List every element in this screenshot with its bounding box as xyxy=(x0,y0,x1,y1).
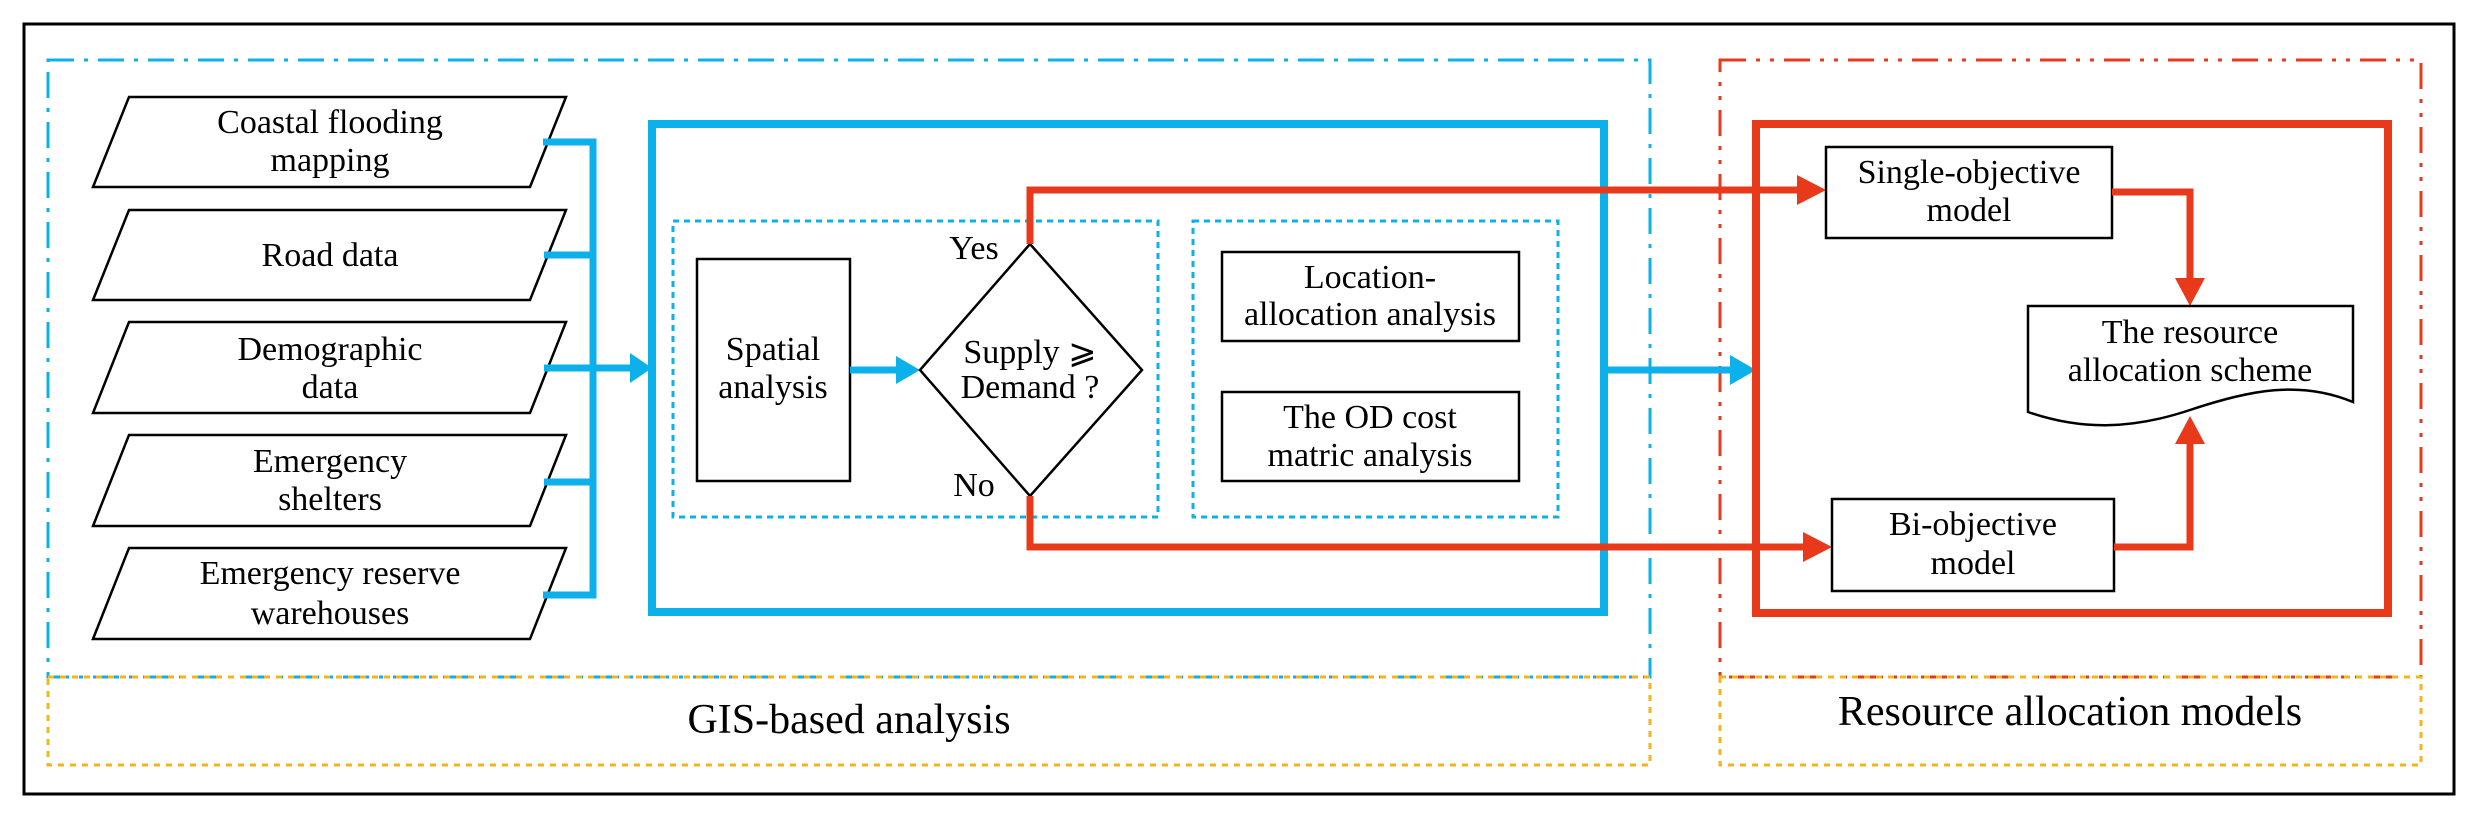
input-emergency-reserve-warehouses: Emergency reserve warehouses xyxy=(91,546,568,641)
input-label: Emergency reserve xyxy=(200,555,461,592)
decision-label: Supply ⩾ xyxy=(963,334,1096,371)
resource-main-box xyxy=(1752,120,2392,617)
gis-section-title: GIS-based analysis xyxy=(687,697,1010,743)
arrow-head xyxy=(2175,278,2205,306)
yes-label: Yes xyxy=(949,230,998,267)
od-cost-label: The OD cost xyxy=(1283,399,1457,436)
arrow-head xyxy=(896,356,920,384)
location-allocation-label: allocation analysis xyxy=(1244,296,1496,333)
input-label: Emergency xyxy=(253,443,407,480)
arrow-to-gis-box xyxy=(630,353,652,383)
input-label: warehouses xyxy=(251,595,410,632)
resource-section-title: Resource allocation models xyxy=(1838,689,2302,735)
no-label: No xyxy=(953,467,995,504)
decision-diamond: Supply ⩾ Demand ? xyxy=(918,242,1144,498)
input-road-data: Road data xyxy=(91,208,568,302)
single-objective-label: model xyxy=(1927,192,2012,229)
bi-objective-label: Bi-objective xyxy=(1889,506,2057,543)
input-label: shelters xyxy=(278,481,382,518)
input-coastal-flooding: Coastal flooding mapping xyxy=(91,95,568,189)
location-allocation-label: Location- xyxy=(1304,259,1436,296)
input-emergency-shelters: Emergency shelters xyxy=(91,433,568,528)
no-connector xyxy=(1026,496,1803,551)
single-objective-label: Single-objective xyxy=(1858,154,2081,191)
allocation-scheme-document: The resource allocation scheme xyxy=(2026,304,2355,427)
outer-frame xyxy=(22,22,2456,796)
yes-connector xyxy=(1026,186,1797,244)
bi-objective-model-box: Bi-objective model xyxy=(1830,497,2116,593)
input-label: Demographic xyxy=(237,331,422,368)
single-to-scheme-connector xyxy=(2112,188,2194,278)
decision-label: Demand ? xyxy=(961,369,1100,406)
gis-label-frame xyxy=(46,675,1652,767)
od-cost-label: matric analysis xyxy=(1268,437,1473,474)
input-label: data xyxy=(302,369,359,406)
bi-to-scheme-connector xyxy=(2114,444,2194,551)
spatial-group-frame xyxy=(671,219,1160,519)
input-label: mapping xyxy=(271,142,390,179)
arrow-head xyxy=(2175,416,2205,444)
bi-objective-label: model xyxy=(1931,545,2016,582)
arrow-head xyxy=(1797,175,1826,205)
arrow-head xyxy=(1803,532,1832,562)
single-objective-model-box: Single-objective model xyxy=(1824,145,2114,240)
spatial-analysis-label: Spatial xyxy=(726,331,820,368)
input-demographic-data: Demographic data xyxy=(91,320,568,415)
spatial-analysis-label: analysis xyxy=(718,369,828,406)
input-label: Road data xyxy=(262,237,399,274)
scheme-label: allocation scheme xyxy=(2068,352,2313,389)
spatial-analysis-box: Spatial analysis xyxy=(695,257,852,483)
arrow-head xyxy=(1730,355,1756,385)
input-collector-connector xyxy=(543,138,630,599)
location-allocation-box: Location- allocation analysis xyxy=(1220,250,1521,343)
input-label: Coastal flooding xyxy=(217,104,443,141)
resource-label-frame xyxy=(1718,675,2423,767)
od-cost-box: The OD cost matric analysis xyxy=(1220,390,1521,483)
scheme-label: The resource xyxy=(2102,314,2279,351)
